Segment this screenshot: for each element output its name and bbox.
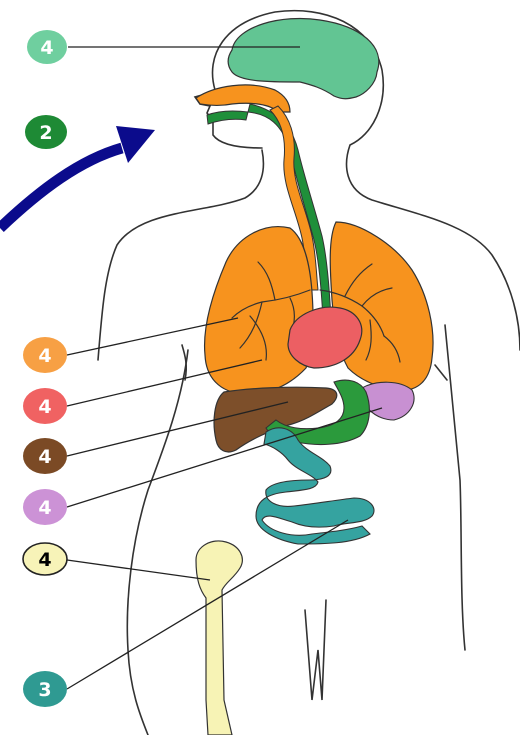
left-lung <box>205 227 314 394</box>
badge-liver: 4 <box>23 438 67 474</box>
mouth <box>207 111 248 124</box>
badge-heart-label: 4 <box>38 396 51 418</box>
badge-arrow: 2 <box>25 115 67 149</box>
femur-bone <box>196 541 242 735</box>
small-intestine <box>256 428 374 544</box>
badge-heart: 4 <box>23 388 67 424</box>
badge-bone: 4 <box>23 543 67 575</box>
pancreas <box>362 382 414 420</box>
badge-stomach-label: 4 <box>38 497 51 519</box>
badge-brain-label: 4 <box>40 37 53 59</box>
badge-lungs: 4 <box>23 337 67 373</box>
badge-arrow-label: 2 <box>39 122 52 144</box>
badge-intestine-label: 3 <box>38 679 51 701</box>
badge-intestine: 3 <box>23 671 67 707</box>
direction-arrow <box>0 126 155 228</box>
right-lung <box>330 222 433 390</box>
body-outline <box>98 11 520 735</box>
badge-lungs-label: 4 <box>38 345 51 367</box>
badge-bone-label: 4 <box>38 549 51 571</box>
badge-brain: 4 <box>27 30 67 64</box>
badge-liver-label: 4 <box>38 446 51 468</box>
badge-stomach: 4 <box>23 489 67 525</box>
